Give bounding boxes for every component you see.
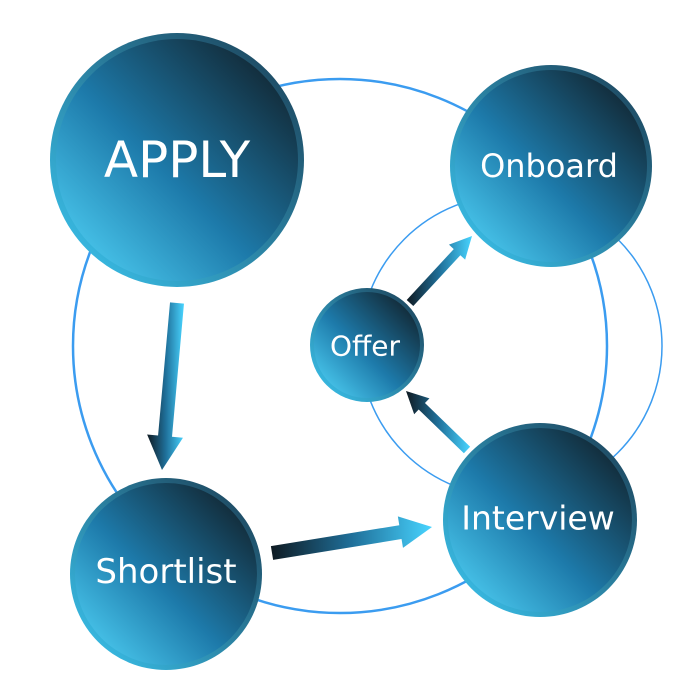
arrow-interview-to-offer xyxy=(406,391,471,454)
arrow-shortlist-to-interview xyxy=(270,516,432,560)
node-interview: Interview xyxy=(443,423,637,617)
arrow-apply-to-shortlist xyxy=(147,302,184,470)
node-interview-label: Interview xyxy=(461,499,614,538)
node-shortlist: Shortlist xyxy=(70,478,262,670)
node-apply-label: APPLY xyxy=(104,131,251,189)
node-onboard-label: Onboard xyxy=(480,147,618,185)
node-offer: Offer xyxy=(310,288,424,402)
outer-ring xyxy=(71,77,609,615)
node-offer-label: Offer xyxy=(330,330,401,363)
node-shortlist-label: Shortlist xyxy=(95,552,236,592)
arrow-offer-to-onboard xyxy=(406,236,472,307)
node-onboard: Onboard xyxy=(450,65,652,267)
node-apply: APPLY xyxy=(50,33,304,287)
